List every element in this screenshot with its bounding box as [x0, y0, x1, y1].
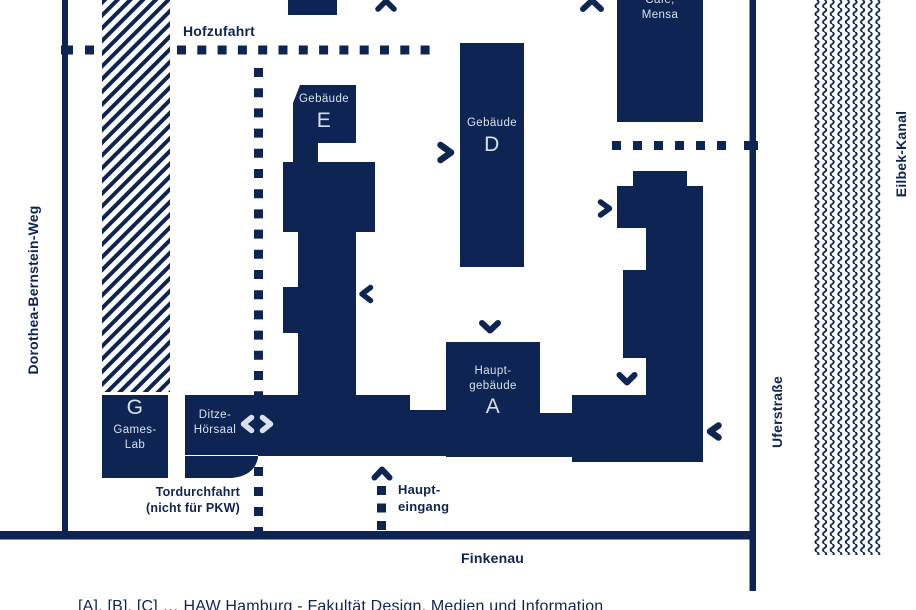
chevron-up-haupteingang-icon: [371, 466, 393, 481]
building-a-name-line2: gebäude: [469, 379, 517, 392]
building-g-letter: G: [126, 396, 144, 419]
building-cafe-mensa-label: Café, Mensa: [642, 0, 679, 22]
label-tordurchfahrt-line2: (nicht für PKW): [146, 501, 240, 515]
road-lines: [0, 0, 756, 591]
chevron-down-east-icon: [616, 372, 638, 386]
chevron-up-top-cafe-icon: [580, 0, 604, 12]
buildings: [102, 0, 703, 478]
building-d-letter: D: [484, 132, 500, 156]
label-uferstrasse: Uferstraße: [769, 375, 785, 449]
chevron-down-a-icon: [479, 320, 501, 334]
canal-water-pattern: [813, 0, 882, 555]
label-eilbek-kanal: Eilbek-Kanal: [893, 110, 909, 198]
building-a-letter: A: [485, 395, 501, 418]
east-dotted-tick: [744, 141, 758, 150]
entrance-chevrons: [240, 0, 722, 481]
chevron-right-east-icon: [597, 199, 613, 218]
hofzufahrt-dot: [85, 45, 94, 55]
building-g-name-line2: Lab: [124, 438, 146, 451]
building-a-label: Haupt- gebäude A: [469, 364, 517, 419]
label-haupteingang: Haupt- eingang: [398, 481, 449, 515]
building-ditze-label: Ditze- Hörsaal: [194, 408, 236, 437]
chevron-right-d-icon: [437, 141, 455, 164]
building-e-shape: [283, 85, 375, 395]
building-g-name-line1: Games-: [113, 424, 157, 436]
map-caption: [A], [B], [C] … HAW Hamburg - Fakultät D…: [78, 598, 604, 610]
building-cafe-mensa-line1: Café,: [645, 0, 675, 6]
building-e-letter: E: [316, 108, 332, 132]
building-ditze-line2: Hörsaal: [193, 423, 237, 436]
building-d-name: Gebäude: [466, 117, 518, 129]
dotted-paths: [61, 45, 758, 536]
building-ditze-line1: Ditze-: [198, 409, 232, 421]
chevron-left-tordurchfahrt-icon: [240, 414, 255, 434]
label-finkenau: Finkenau: [461, 550, 525, 566]
uferstrasse-road-line: [749, 0, 756, 591]
building-d-label: Gebäude D: [467, 116, 517, 157]
building-e-label: Gebäude E: [299, 92, 349, 133]
building-a-wing-shape: [185, 342, 572, 478]
dorothea-road-line: [62, 0, 68, 534]
hofzufahrt-tick: [61, 45, 73, 55]
building-e-name: Gebäude: [298, 93, 350, 105]
label-tordurchfahrt-line1: Tordurchfahrt: [155, 485, 240, 499]
building-east-wing-shape: [572, 171, 703, 462]
building-d-shape: [460, 43, 524, 267]
chevron-right-tordurchfahrt-icon: [259, 414, 274, 434]
chevron-left-west-icon: [359, 284, 374, 304]
label-hofzufahrt: Hofzufahrt: [183, 23, 255, 39]
hatched-area: [102, 0, 170, 392]
label-dorothea-bernstein-weg: Dorothea-Bernstein-Weg: [25, 205, 41, 375]
chevron-left-uferstrasse-icon: [706, 422, 722, 441]
chevron-up-top-left-icon: [375, 0, 397, 12]
label-haupteingang-line1: Haupt-: [398, 482, 441, 497]
building-a-name-line1: Haupt-: [474, 365, 512, 377]
label-haupteingang-line2: eingang: [398, 499, 450, 514]
building-cafe-mensa-shape: [617, 0, 703, 122]
building-cafe-mensa-line2: Mensa: [641, 8, 679, 21]
building-g-shape: [102, 395, 168, 478]
label-tordurchfahrt: Tordurchfahrt (nicht für PKW): [60, 484, 240, 516]
building-top-sliver-shape: [288, 0, 337, 15]
building-g-label: G Games- Lab: [113, 396, 156, 452]
finkenau-road-line: [0, 531, 756, 540]
